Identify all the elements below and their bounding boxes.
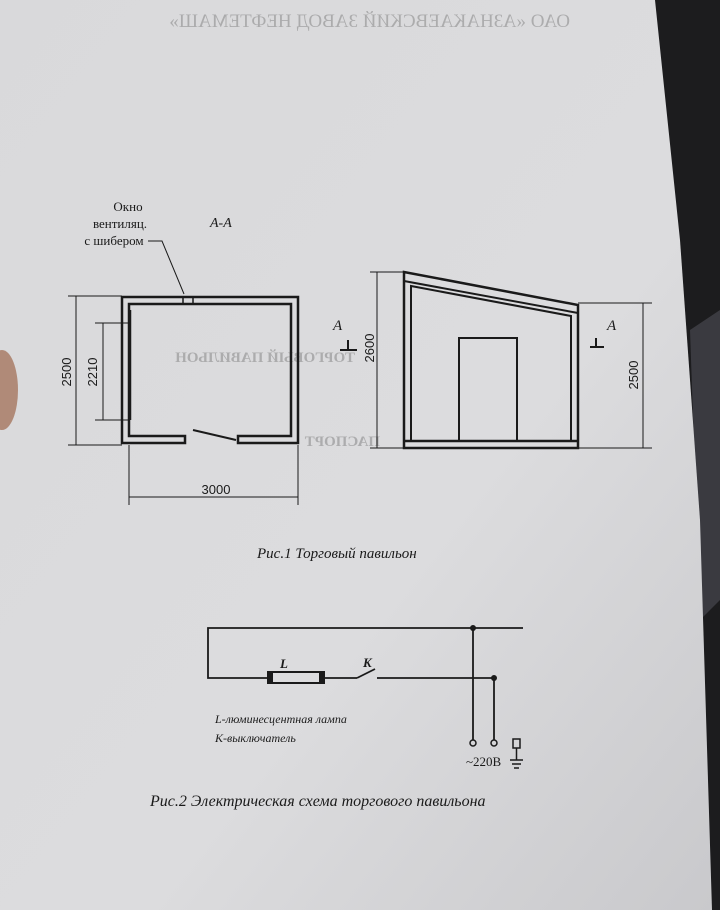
plan-door: [192, 429, 237, 441]
terminal: [490, 739, 498, 747]
dim-front-height: 2600: [362, 334, 377, 363]
ground-icon: [510, 738, 523, 769]
bleed-subtitle: ПАСПОРТ: [305, 434, 380, 450]
vent-label-2: вентиляц.: [93, 216, 147, 231]
section-mark-left: А: [332, 318, 343, 334]
section-label: А-А: [209, 216, 232, 231]
legend-switch: K-выключатель: [214, 731, 296, 745]
vent-label-3: с шибером: [84, 233, 143, 248]
vent-label-1: Окно: [113, 199, 142, 214]
lamp-label: L: [279, 656, 288, 671]
bleed-header: ОАО «АЗНАКАЕВСКИЙ ЗАВОД НЕФТЕМАШ»: [169, 11, 570, 32]
terminal: [469, 739, 477, 747]
circuit-diagram: L K L-люминесцентная лампа K-выключатель…: [207, 625, 523, 769]
switch-label: K: [362, 655, 373, 670]
dim-width: 3000: [202, 482, 231, 497]
finger: [0, 350, 18, 430]
dim-back-height: 2500: [626, 361, 641, 390]
supply-label: ~220В: [466, 754, 502, 769]
legend-lamp: L-люминесцентная лампа: [214, 712, 347, 726]
vent-leader: [148, 240, 185, 295]
fig2-caption: Рис.2 Электрическая схема торгового пави…: [149, 793, 486, 810]
bleed-title: ТОРГОВЫЙ ПАВИЛЬОН: [175, 349, 355, 366]
bleed-through: ОАО «АЗНАКАЕВСКИЙ ЗАВОД НЕФТЕМАШ» ТОРГОВ…: [169, 11, 570, 450]
plan-walls: [120, 295, 300, 445]
section-view: 2600 2500 А А: [332, 270, 652, 450]
dim-height-outer: 2500: [59, 358, 74, 387]
dim-height-inner: 2210: [85, 358, 100, 387]
door: [458, 337, 518, 442]
section-mark-right: А: [606, 318, 617, 334]
fig1-caption: Рис.1 Торговый павильон: [256, 546, 417, 562]
switch-symbol: [356, 668, 376, 679]
section-outline: [402, 270, 580, 450]
floor-plan: Окно вентиляц. с шибером А-А 2500 2210 3…: [59, 199, 300, 505]
